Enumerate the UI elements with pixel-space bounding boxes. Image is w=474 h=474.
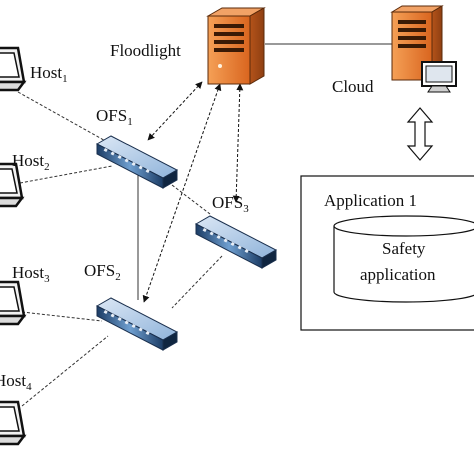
ofs2-label: OFS2: [84, 261, 121, 283]
host3-label: Host3: [12, 263, 50, 285]
host1-laptop-icon: [0, 46, 26, 92]
database-label-line2: application: [360, 265, 436, 284]
link-host4-ofs2: [21, 335, 109, 407]
link-host1-ofs1: [17, 91, 119, 149]
cloud-server-icon: [390, 5, 457, 93]
application-title: Application 1: [324, 191, 417, 210]
double-arrow-vertical-icon: [406, 107, 434, 161]
ofs3-switch-icon: [195, 215, 277, 269]
host1-label: Host1: [30, 63, 68, 85]
host3-laptop-icon: [0, 280, 26, 326]
host4-label: Host4: [0, 371, 32, 393]
controller-label: Floodlight: [110, 41, 181, 60]
link-ofs3-ofs2: [171, 255, 223, 309]
database-label-line1: Safety: [382, 239, 426, 258]
ofs3-label: OFS3: [212, 193, 249, 215]
host2-label: Host2: [12, 151, 50, 173]
control-link-ofs3: [232, 83, 244, 203]
control-link-ofs2: [142, 83, 222, 303]
control-link-ofs1: [147, 81, 203, 141]
host4-laptop-icon: [0, 400, 26, 446]
link-host3-ofs2: [21, 311, 103, 322]
link-host2-ofs1: [19, 165, 113, 184]
ofs1-switch-icon: [96, 135, 178, 189]
database-cylinder-icon: [333, 215, 474, 303]
link-ofs1-ofs3: [171, 184, 211, 215]
floodlight-server-icon: [206, 7, 266, 85]
control-channels: [142, 81, 244, 303]
application-box: Application 1 Safety application: [300, 175, 474, 331]
cloud-label: Cloud: [332, 77, 374, 96]
host2-laptop-icon: [0, 162, 24, 208]
ofs1-label: OFS1: [96, 106, 133, 128]
ofs2-switch-icon: [96, 297, 178, 351]
